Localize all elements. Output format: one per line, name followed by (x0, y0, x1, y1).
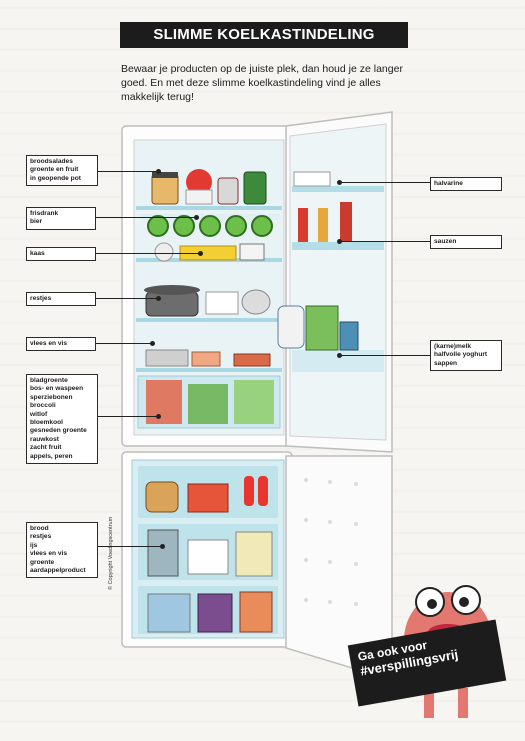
egg-carton-icon (205, 291, 239, 315)
potato-bag-icon (235, 531, 273, 577)
pickle-jar-icon (243, 171, 267, 205)
shelf-1 (136, 206, 282, 210)
jar-icon (151, 173, 179, 205)
greens-bag-icon (234, 380, 274, 424)
berries-icon (197, 593, 233, 633)
beer-cans-icon (147, 215, 273, 237)
door-shelf-1 (292, 186, 384, 192)
shelf-3 (136, 318, 282, 322)
label-halvarine: halvarine (430, 177, 502, 192)
meat-tray-icon (233, 353, 271, 367)
page-title: SLIMME KOELKASTINDELING (120, 22, 408, 48)
shelf-4 (136, 368, 282, 372)
carrot-bag-icon (239, 591, 273, 633)
yoghurt-icon (339, 321, 359, 351)
mustard-icon (318, 208, 328, 242)
intro-text: Bewaar je producten op de juiste plek, d… (121, 63, 403, 103)
vegetables-bag-icon (146, 380, 182, 424)
cheese-round-icon (154, 242, 174, 262)
cheese-tub-icon (239, 243, 265, 261)
label-restjes: restjes (26, 292, 96, 307)
label-kaas: kaas (26, 247, 96, 262)
bread-icon (145, 481, 179, 513)
leftover-box-icon (187, 483, 229, 513)
fish-icon (145, 349, 189, 367)
ketchup-icon (298, 208, 308, 242)
lettuce-icon (188, 384, 228, 424)
jar-red-icon (186, 169, 212, 195)
fish-frozen-icon (147, 529, 179, 577)
milk-bottle-icon (277, 305, 305, 349)
meat-pack-icon (191, 351, 221, 367)
sauce-icon (340, 202, 352, 242)
ice-lolly-icon (244, 476, 254, 506)
bowl-icon (241, 289, 271, 315)
door-shelf-2 (292, 242, 384, 250)
shrimp-icon (187, 539, 229, 575)
frozen-veg-icon (147, 593, 191, 633)
label-vlees-en-vis: vlees en vis (26, 337, 96, 352)
margarine-icon (293, 171, 331, 187)
label-sauzen: sauzen (430, 235, 502, 250)
jam-jar-icon (217, 177, 239, 205)
pot-icon (145, 291, 199, 317)
copyright-text: © Copyright Voedingscentrum (108, 516, 114, 590)
milk-carton-icon (305, 305, 339, 351)
